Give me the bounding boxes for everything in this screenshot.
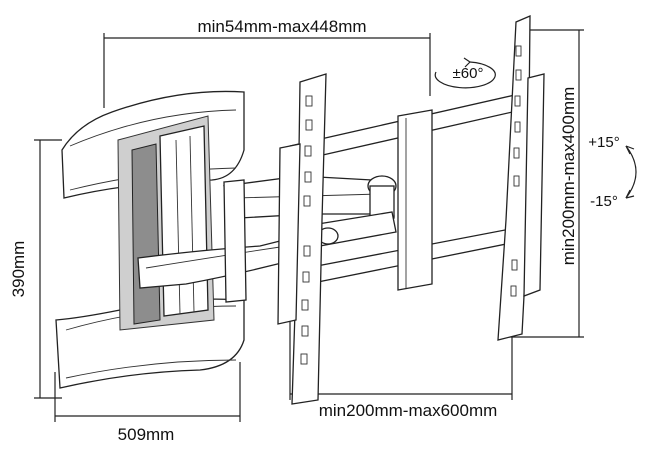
tv-bracket <box>277 15 545 405</box>
tilt-up-label: +15° <box>588 134 619 151</box>
depth-range-label: min54mm-max448mm <box>197 17 366 36</box>
tilt-arrow-icon <box>625 145 637 199</box>
wall-plate-height-label: 390mm <box>9 241 28 298</box>
wall-plate <box>55 90 245 389</box>
center-plate <box>397 109 433 291</box>
swivel-label: ±60° <box>453 65 484 82</box>
right-bracket-slots <box>510 45 522 297</box>
vesa-horizontal-label: min200mm-max600mm <box>319 401 498 420</box>
arm-pivot-column <box>223 179 247 303</box>
vesa-vertical-label: min200mm-max400mm <box>559 87 578 266</box>
articulating-arms <box>137 175 397 303</box>
swivel-arrow-icon <box>434 57 496 89</box>
wall-plate-width-label: 509mm <box>118 425 175 444</box>
tilt-down-label: -15° <box>590 193 618 210</box>
left-bracket-slots <box>300 95 313 365</box>
